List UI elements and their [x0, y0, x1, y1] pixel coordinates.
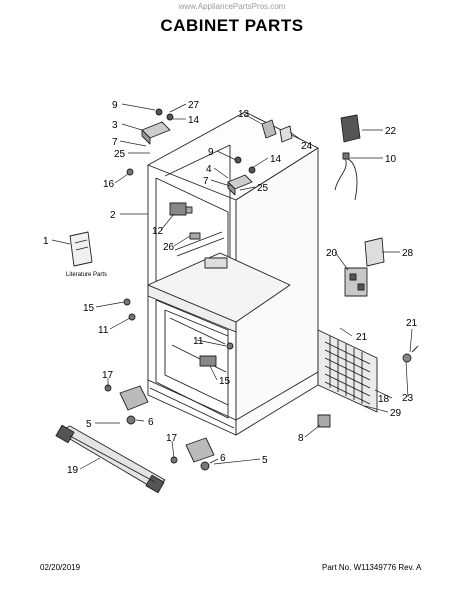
- callout-label: 9: [208, 147, 214, 158]
- hinge-cover-part: [261, 119, 293, 143]
- toe-grille-part: [55, 424, 166, 494]
- screw-icon: [128, 313, 136, 321]
- wire-harness-part: [334, 152, 358, 201]
- callout-label: 27: [188, 100, 200, 111]
- callout-label: 28: [402, 248, 414, 259]
- callout-label: 15: [83, 303, 95, 314]
- callout-label: 9: [112, 100, 118, 111]
- callout-label: 8: [298, 433, 304, 444]
- callout-label: 10: [385, 154, 397, 165]
- callout-label: 15: [219, 376, 231, 387]
- literature-parts-label: Literature Parts: [66, 272, 107, 278]
- callout-label: 11: [193, 336, 204, 347]
- callout-label: 16: [103, 179, 115, 190]
- callout-label: 14: [188, 115, 200, 126]
- callout-label: 6: [220, 453, 226, 464]
- top-hinge-right: [227, 156, 256, 196]
- callout-label: 21: [356, 332, 368, 343]
- callout-label: 11: [98, 325, 109, 336]
- cover-plate-part: [340, 114, 361, 143]
- small-bracket-part: [189, 232, 201, 240]
- callout-label: 22: [385, 126, 397, 137]
- clip-part-8: [317, 414, 331, 428]
- screw-icon: [123, 298, 131, 306]
- footer-part-info: Part No. W11349776 Rev. A: [322, 563, 422, 572]
- center-bracket-part: [199, 355, 217, 367]
- callout-label: 18: [378, 394, 390, 405]
- top-hinge-left: [141, 108, 174, 145]
- screw-icon: [126, 168, 134, 176]
- callout-label: 12: [152, 226, 164, 237]
- cabinet-body: [147, 111, 319, 436]
- literature-parts-icon: [69, 231, 93, 267]
- callout-label: 14: [270, 154, 282, 165]
- screw-21-23: [402, 345, 419, 363]
- callout-label: 1: [43, 236, 49, 247]
- leader-lines: [51, 103, 413, 470]
- callout-label: 29: [390, 408, 402, 419]
- callout-label: 17: [166, 433, 178, 444]
- callout-label: 21: [406, 318, 418, 329]
- callout-label: 25: [114, 149, 126, 160]
- callout-label: 5: [86, 419, 92, 430]
- callout-label: 25: [257, 183, 269, 194]
- valve-assembly-part: [344, 267, 368, 297]
- callout-label: 17: [102, 370, 114, 381]
- footer-date: 02/20/2019: [40, 563, 81, 572]
- callout-label: 20: [326, 248, 338, 259]
- callout-label: 4: [206, 164, 212, 175]
- bottom-hinge-left: [119, 385, 149, 425]
- bottom-hinge-right: [185, 437, 215, 471]
- callout-label: 23: [402, 393, 414, 404]
- page-title: CABINET PARTS: [160, 16, 304, 35]
- callout-label: 7: [203, 176, 209, 187]
- callout-label: 5: [262, 455, 268, 466]
- callout-label: 26: [163, 242, 175, 253]
- callout-label: 19: [67, 465, 79, 476]
- callout-label: 6: [148, 417, 154, 428]
- callout-label: 2: [110, 210, 116, 221]
- rear-access-panel: [317, 329, 378, 413]
- watermark: www.AppliancePartsPros.com: [178, 2, 286, 11]
- water-valve-part: [169, 202, 193, 216]
- callout-label: 7: [112, 137, 118, 148]
- callout-label: 3: [112, 120, 118, 131]
- callout-label: 24: [301, 141, 313, 152]
- bracket-part-28: [364, 237, 385, 267]
- callout-label: 13: [238, 109, 250, 120]
- screw-icon: [226, 342, 234, 350]
